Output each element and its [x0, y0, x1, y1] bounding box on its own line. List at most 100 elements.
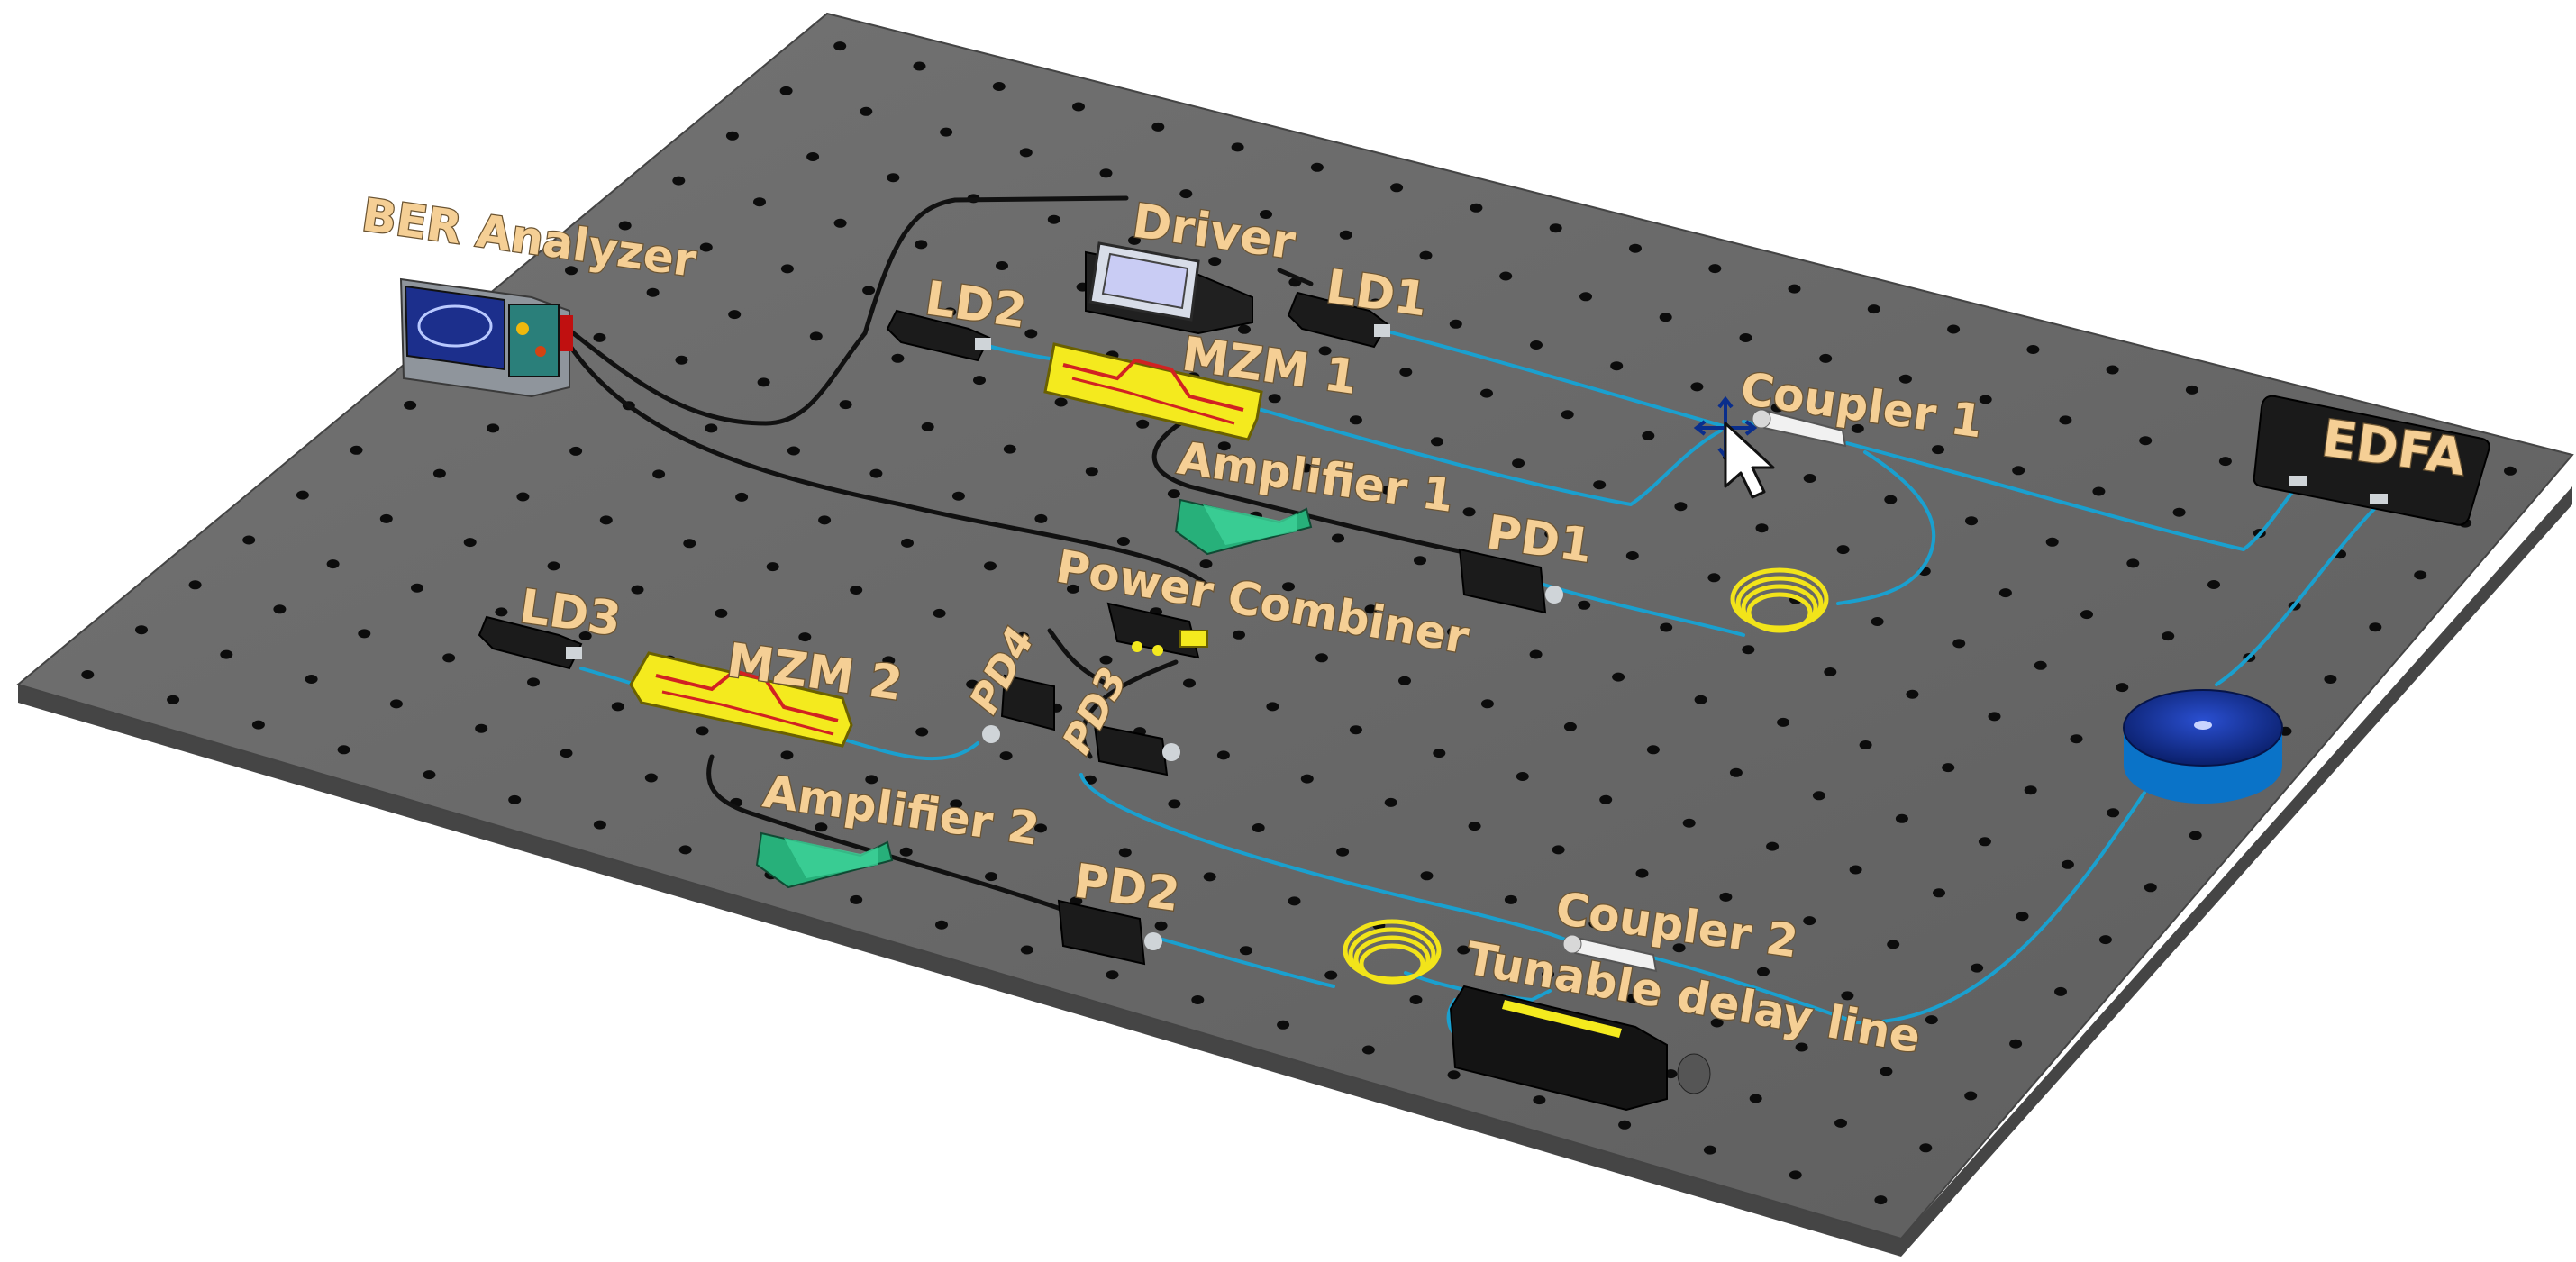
- table-hole: [865, 775, 878, 785]
- table-hole: [1288, 896, 1301, 906]
- table-hole: [547, 561, 560, 571]
- table-hole: [495, 607, 508, 617]
- table-hole: [81, 670, 95, 679]
- coupler1-device[interactable]: [1752, 408, 1847, 448]
- power-combiner-device[interactable]: [1106, 602, 1208, 659]
- mzm2-device[interactable]: [629, 651, 853, 748]
- edfa-device[interactable]: [2253, 395, 2490, 526]
- driver[interactable]: [1085, 241, 1253, 335]
- table-hole: [735, 492, 749, 502]
- table-hole: [1231, 142, 1244, 152]
- amplifier1-device[interactable]: [1174, 498, 1313, 556]
- table-hole: [1859, 740, 1872, 749]
- table-hole: [1749, 1094, 1762, 1103]
- table-hole: [1470, 203, 1483, 213]
- table-hole: [1803, 916, 1816, 926]
- pd2-device[interactable]: [1057, 899, 1162, 966]
- table-hole: [1217, 441, 1231, 451]
- table-hole: [2016, 912, 2029, 922]
- ber-analyzer[interactable]: [399, 277, 573, 398]
- table-hole: [1578, 600, 1591, 610]
- table-hole: [1549, 223, 1562, 233]
- table-hole: [644, 773, 658, 783]
- ld3-device[interactable]: [478, 615, 583, 670]
- tunable-delay-line-device[interactable]: [1449, 985, 1711, 1112]
- table-hole: [1447, 1070, 1461, 1080]
- pd1-device[interactable]: [1458, 548, 1563, 614]
- table-hole: [1703, 1145, 1716, 1155]
- table-hole: [1925, 1015, 1938, 1025]
- table-hole: [1906, 689, 1919, 699]
- table-hole: [167, 695, 180, 704]
- table-hole: [1310, 162, 1324, 172]
- table-hole: [1563, 722, 1577, 731]
- table-hole: [593, 820, 606, 830]
- fiber-coil-lower: [1343, 919, 1442, 985]
- amplifier2-device[interactable]: [755, 831, 894, 889]
- table-hole: [1067, 584, 1079, 594]
- table-hole: [1871, 617, 1884, 626]
- table-hole: [1462, 507, 1476, 517]
- table-hole: [1136, 419, 1150, 429]
- table-hole: [1755, 523, 1769, 533]
- table-hole: [1588, 919, 1602, 929]
- table-hole: [1834, 1118, 1847, 1128]
- coupler2-device[interactable]: [1562, 934, 1658, 973]
- table-hole: [2139, 436, 2153, 446]
- table-hole: [2026, 345, 2040, 354]
- table-hole: [2172, 507, 2186, 517]
- table-hole: [1369, 298, 1382, 308]
- table-hole: [806, 152, 820, 161]
- table-hole: [696, 726, 709, 736]
- table-hole: [1398, 676, 1411, 685]
- table-hole: [899, 847, 913, 857]
- table-hole: [1516, 772, 1529, 781]
- ld1-device[interactable]: [1287, 291, 1390, 349]
- table-hole: [839, 400, 852, 410]
- table-hole: [242, 535, 256, 545]
- mzm1-device[interactable]: [1043, 342, 1263, 441]
- table-hole: [1979, 395, 1992, 404]
- table-hole: [527, 677, 540, 687]
- table-hole: [891, 353, 905, 363]
- table-hole: [2116, 683, 2129, 693]
- table-hole: [951, 491, 965, 501]
- pd3-device[interactable]: [1093, 723, 1180, 776]
- table-hole: [1266, 702, 1279, 712]
- table-hole: [1449, 319, 1462, 329]
- table-hole: [1480, 699, 1494, 709]
- table-hole: [2207, 580, 2220, 589]
- table-hole: [1841, 991, 1854, 1001]
- table-hole: [675, 355, 688, 365]
- table-hole: [1867, 304, 1880, 314]
- table-hole: [487, 423, 500, 433]
- table-hole: [2106, 365, 2119, 375]
- table-hole: [578, 631, 592, 640]
- pd4-device[interactable]: [982, 674, 1055, 743]
- table-hole: [1339, 230, 1352, 240]
- table-hole: [1971, 963, 1984, 973]
- table-hole: [940, 127, 953, 137]
- table-hole: [1106, 970, 1119, 980]
- table-hole: [2185, 385, 2198, 395]
- ld2-device[interactable]: [886, 309, 991, 362]
- table-hole: [1739, 333, 1752, 342]
- table-hole: [1203, 872, 1216, 882]
- table-hole: [2144, 883, 2157, 893]
- fiber-coil-upper: [1730, 567, 1829, 633]
- table-hole: [1233, 630, 1245, 640]
- table-hole: [1694, 695, 1707, 704]
- table-hole: [135, 625, 148, 635]
- table-hole: [1707, 573, 1721, 583]
- table-hole: [1409, 995, 1423, 1004]
- table-hole: [921, 422, 934, 431]
- table-hole: [1414, 556, 1426, 566]
- table-hole: [1468, 822, 1481, 831]
- table-hole: [1361, 1045, 1375, 1055]
- table-hole: [1154, 921, 1168, 931]
- table-hole: [943, 307, 957, 317]
- table-hole: [1803, 474, 1816, 483]
- table-hole: [1268, 394, 1281, 404]
- table-hole: [1191, 995, 1205, 1004]
- table-hole: [593, 332, 606, 342]
